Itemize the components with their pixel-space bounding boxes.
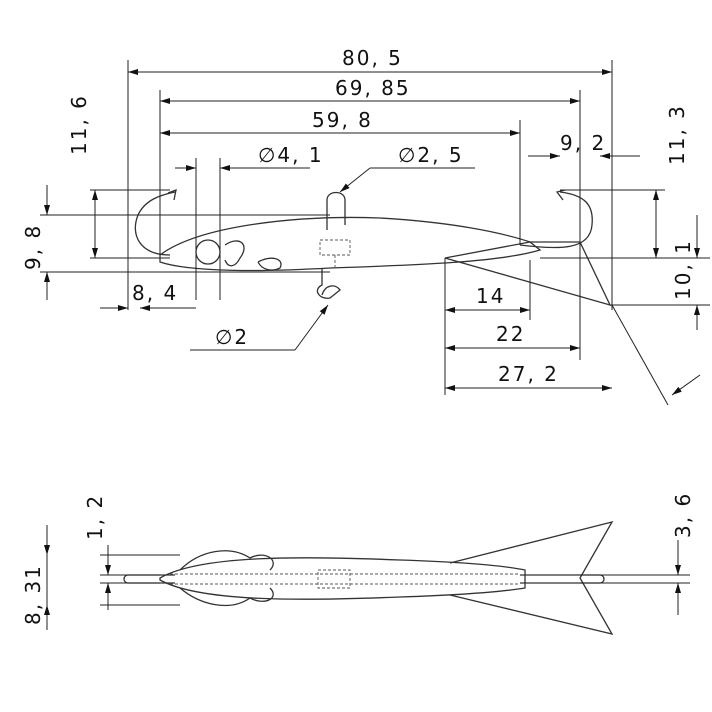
dim-front-hook-height: 11, 6 [67, 94, 91, 155]
dim-fin-width: 3, 6 [671, 492, 695, 538]
dim-overall-length: 80, 5 [342, 46, 403, 70]
top-view: 1, 2 8, 31 3, 6 [21, 492, 695, 635]
dim-tail-hook-height: 11, 3 [665, 104, 689, 165]
gill-decoration [224, 240, 282, 271]
top-decoration [179, 550, 274, 607]
dim-body-height: 9, 8 [21, 224, 45, 270]
top-fins [449, 520, 614, 635]
dim-eye-diameter: ∅4, 1 [258, 143, 324, 167]
dim-tail-14: 14 [476, 284, 505, 308]
lure-body [159, 216, 542, 272]
dim-top-ring-diameter: ∅2, 5 [398, 143, 464, 167]
dim-body-length: 59, 8 [312, 108, 373, 132]
dim-head-width: 1, 2 [83, 494, 107, 540]
dim-tail-height: 10, 1 [671, 239, 695, 300]
tail-fin [444, 241, 612, 307]
front-hook [134, 188, 177, 256]
dim-nose-to-eye: 8, 4 [132, 281, 178, 305]
snap [316, 268, 341, 299]
top-front-wire [123, 574, 175, 584]
tail-hook [519, 189, 593, 249]
dim-tail-22: 22 [496, 322, 525, 346]
dim-snap-diameter: ∅2 [215, 325, 249, 349]
top-body [159, 557, 526, 600]
eye [195, 239, 221, 265]
top-rear-wire [520, 574, 605, 584]
dim-hook-to-hook: 69, 85 [335, 76, 411, 100]
dim-tail-27: 27, 2 [498, 362, 559, 386]
top-ring [326, 191, 346, 230]
dim-tail-hook-offset: 9, 2 [560, 131, 606, 155]
dim-body-width: 8, 31 [21, 564, 45, 625]
side-view: 80, 5 69, 85 59, 8 ∅4, 1 ∅2, 5 9, 2 11, … [21, 46, 710, 406]
